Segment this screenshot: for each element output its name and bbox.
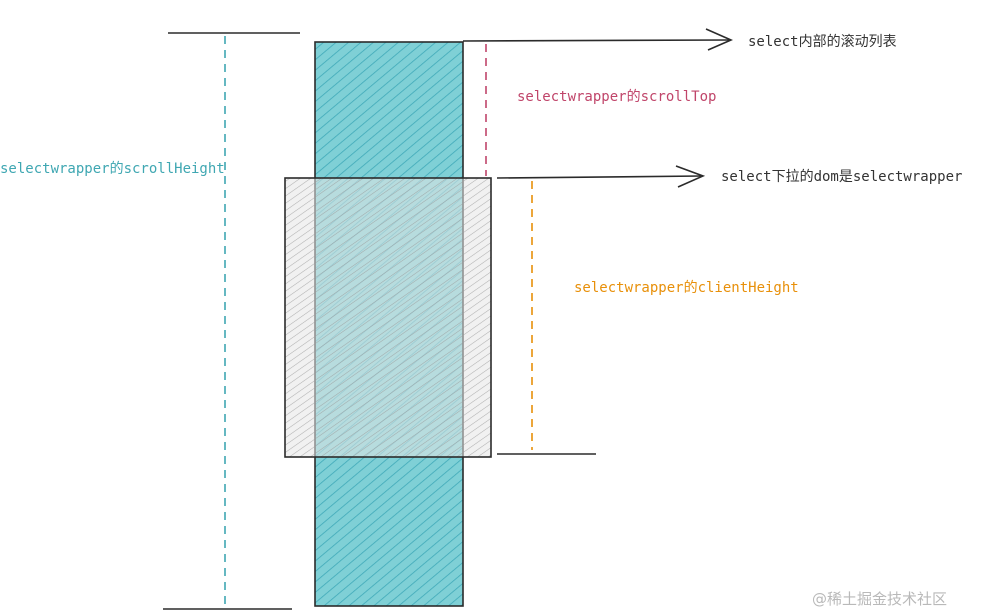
arrow-to-select-wrapper	[496, 165, 706, 188]
label-wrapper-dom: select下拉的dom是selectwrapper	[721, 169, 963, 185]
scroll-height-marker	[163, 32, 300, 610]
select-wrapper-box	[284, 177, 492, 458]
watermark: @稀土掘金技术社区	[812, 590, 948, 608]
label-client-height: selectwrapper的clientHeight	[574, 280, 799, 296]
label-scroll-height: selectwrapper的scrollHeight	[0, 161, 225, 177]
client-height-marker	[497, 181, 596, 455]
label-scroll-list: select内部的滚动列表	[748, 34, 897, 50]
arrow-to-scroll-list	[462, 28, 733, 51]
label-scroll-top: selectwrapper的scrollTop	[517, 89, 717, 105]
